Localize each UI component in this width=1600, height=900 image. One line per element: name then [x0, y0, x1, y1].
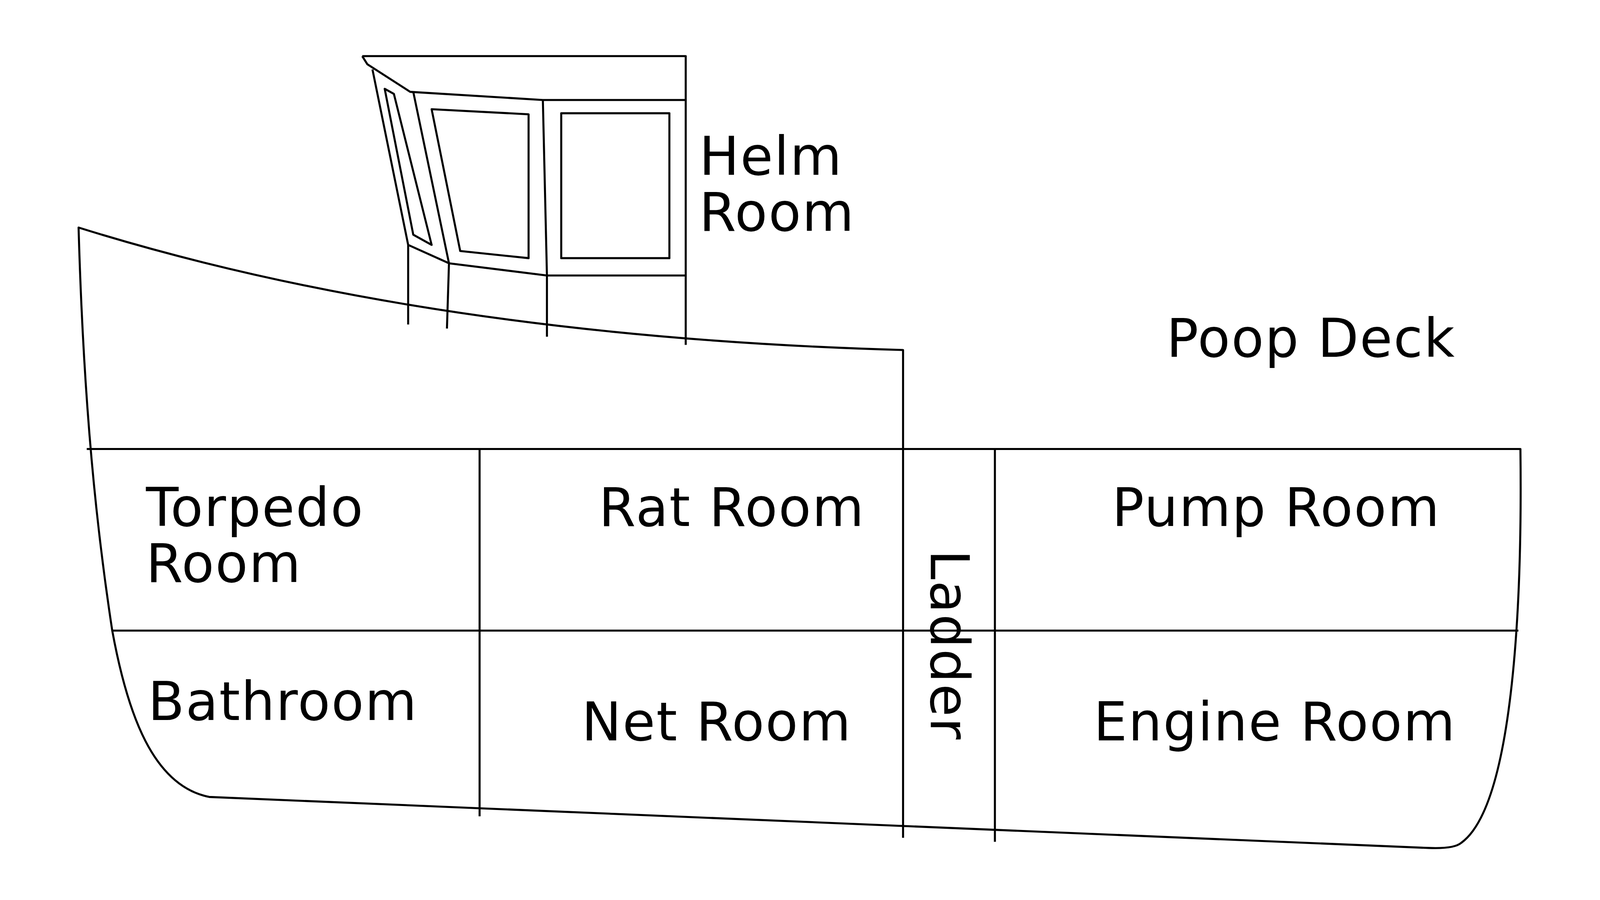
room-label: Helm Room [699, 128, 1006, 241]
ladder-band: Ladder [903, 448, 996, 842]
deck-label: Poop Deck [1166, 310, 1473, 367]
room-cell: Rat Room [479, 448, 904, 631]
bulkhead [478, 448, 481, 816]
cabin-front [413, 92, 449, 329]
cabin-roof-edge [362, 56, 686, 100]
cabin-window [561, 113, 670, 258]
room-label: Bathroom [148, 673, 472, 730]
room-label: Rat Room [598, 479, 895, 536]
room-cell: Engine Room [994, 630, 1518, 842]
room-cell: Bathroom [112, 630, 480, 817]
bulkhead [902, 448, 904, 838]
room-label: Engine Room [1093, 694, 1509, 750]
mid-deck-line [112, 629, 1519, 632]
cabin-roof [362, 56, 686, 345]
bulkhead [994, 448, 996, 842]
room-cell: Pump Room [994, 448, 1521, 631]
room-label: Net Room [581, 694, 895, 750]
cabin-sill [408, 244, 686, 276]
hull-outline [78, 227, 1521, 848]
cabin-front [372, 69, 408, 325]
room-cell: Net Room [479, 630, 904, 827]
cabin-window [384, 88, 432, 245]
room-cell: Torpedo Room [86, 448, 480, 631]
cabin-post [542, 100, 547, 337]
ladder-label: Ladder [921, 550, 978, 741]
helm-room: Helm Room [362, 56, 686, 345]
room-label: Pump Room [1112, 479, 1512, 536]
room-label: Torpedo Room [146, 479, 472, 592]
deck-line [86, 448, 1521, 450]
cabin-window [431, 109, 529, 258]
